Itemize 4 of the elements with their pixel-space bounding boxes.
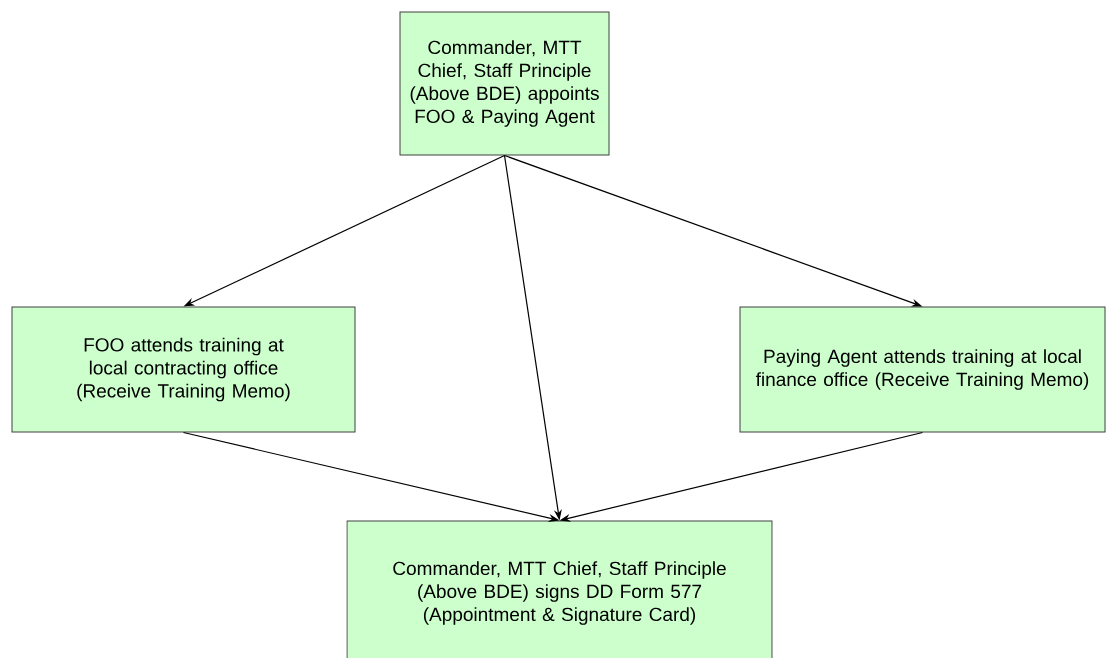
- process-box: Paying Agent attends training at local finance office (Receive Training Memo): [739, 306, 1106, 433]
- process-box: Commander, MTT Chief, Staff Principle (Above BDE) signs DD Form 577 (Appointment & Signature Card): [346, 520, 773, 658]
- process-box: FOO attends training at local contracting office (Receive Training Memo): [11, 306, 356, 433]
- process-box: Commander, MTT Chief, Staff Principle (Above BDE) appoints FOO & Paying Agent: [399, 11, 610, 156]
